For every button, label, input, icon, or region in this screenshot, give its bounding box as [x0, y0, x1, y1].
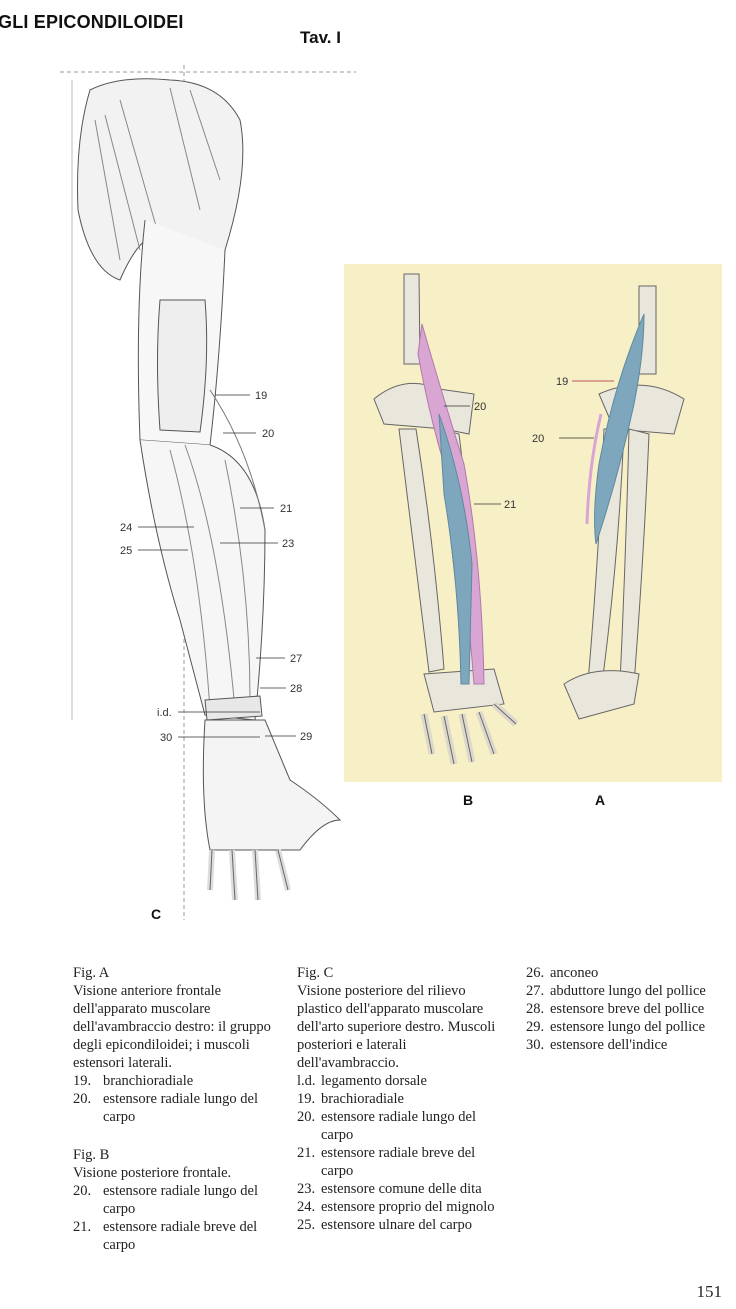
- legend-number: 28.: [526, 1001, 545, 1017]
- list-item: 21. estensore radiale breve del carpo: [73, 1218, 273, 1254]
- figure-b-letter: B: [463, 792, 474, 808]
- legend-number: 25.: [297, 1217, 316, 1233]
- caption-fig-a-legend: 19. branchioradiale 20. estensore radiale …: [73, 1072, 273, 1126]
- figure-b-a-drawing: 20 21 19 20: [373, 273, 685, 765]
- list-item: 20. estensore radiale lungo del carpo: [297, 1108, 507, 1144]
- fig-c-label-23: 23: [282, 538, 294, 550]
- legend-number: 20.: [73, 1091, 92, 1107]
- legend-text: estensore radiale breve del carpo: [321, 1145, 476, 1179]
- legend-text: estensore lungo del pollice: [550, 1019, 706, 1035]
- list-item: 19. brachioradiale: [297, 1090, 507, 1108]
- legend-text: branchioradiale: [103, 1073, 194, 1089]
- legend-number: 21.: [73, 1219, 92, 1235]
- list-item: 25. estensore ulnare del carpo: [297, 1216, 507, 1234]
- legend-text: estensore ulnare del carpo: [321, 1217, 472, 1233]
- caption-fig-a-title: Fig. A: [73, 965, 110, 981]
- legend-number: 29.: [526, 1019, 545, 1035]
- legend-text: estensore radiale lungo del carpo: [103, 1091, 259, 1125]
- list-item: 29. estensore lungo del pollice: [526, 1018, 726, 1036]
- fig-a-label-19: 19: [556, 376, 568, 388]
- caption-fig-b-legend: 20. estensore radiale lungo del carpo 21.…: [73, 1182, 273, 1254]
- legend-number: 19.: [297, 1091, 316, 1107]
- fig-c-label-25: 25: [120, 545, 132, 557]
- caption-fig-c-title: Fig. C: [297, 965, 334, 981]
- figure-c-arm-drawing: 19 20 21 23 24 25 27 28 i.d. 30 29: [60, 65, 356, 920]
- legend-text: estensore radiale lungo del carpo: [103, 1183, 259, 1217]
- page-number: 151: [696, 1282, 723, 1301]
- fig-a-label-20: 20: [532, 433, 544, 445]
- list-item: 20. estensore radiale lungo del carpo: [73, 1182, 273, 1218]
- legend-text: estensore radiale breve del carpo: [103, 1219, 258, 1253]
- caption-fig-a-desc: Visione anteriore frontale dell'apparato…: [73, 983, 271, 1071]
- legend-text: estensore breve del pollice: [550, 1001, 705, 1017]
- legend-text: estensore proprio del mignolo: [321, 1199, 495, 1215]
- list-item: 28. estensore breve del pollice: [526, 1000, 726, 1018]
- fig-c-label-24: 24: [120, 522, 132, 534]
- fig-c-label-28: 28: [290, 683, 302, 695]
- list-item: 26. anconeo: [526, 964, 726, 982]
- list-item: l.d. legamento dorsale: [297, 1072, 507, 1090]
- fig-b-label-20: 20: [474, 401, 486, 413]
- legend-text: estensore comune delle dita: [321, 1181, 482, 1197]
- fig-c-label-id: i.d.: [157, 707, 172, 719]
- legend-text: legamento dorsale: [321, 1073, 427, 1089]
- legend-number: 30.: [526, 1037, 545, 1053]
- list-item: 27. abduttore lungo del pollice: [526, 982, 726, 1000]
- caption-fig-b-title: Fig. B: [73, 1147, 110, 1163]
- legend-number: 27.: [526, 983, 545, 999]
- legend-text: brachioradiale: [321, 1091, 404, 1107]
- legend-text: estensore dell'indice: [550, 1037, 668, 1053]
- caption-fig-b: Fig. B Visione posteriore frontale. 20. e…: [73, 1146, 273, 1254]
- caption-column-2: Fig. C Visione posteriore del rilievo pl…: [297, 964, 507, 1234]
- fig-c-label-20: 20: [262, 428, 274, 440]
- legend-text: anconeo: [550, 965, 599, 981]
- fig-c-label-30: 30: [160, 732, 172, 744]
- legend-number: 24.: [297, 1199, 316, 1215]
- plate-label: Tav. I: [300, 28, 341, 47]
- fig-c-label-27: 27: [290, 653, 302, 665]
- chapter-title: GLI EPICONDILOIDEI: [0, 12, 184, 32]
- figure-b-a-panel: 20 21 19 20: [344, 264, 722, 782]
- legend-number: 20.: [73, 1183, 92, 1199]
- legend-text: estensore radiale lungo del carpo: [321, 1109, 477, 1143]
- fig-c-label-19: 19: [255, 390, 267, 402]
- legend-number: l.d.: [297, 1073, 316, 1089]
- figure-c-letter: C: [151, 906, 162, 922]
- list-item: 19. branchioradiale: [73, 1072, 273, 1090]
- list-item: 21. estensore radiale breve del carpo: [297, 1144, 507, 1180]
- legend-number: 26.: [526, 965, 545, 981]
- caption-fig-c-desc: Visione posteriore del rilievo plastico …: [297, 983, 496, 1071]
- list-item: 23. estensore comune delle dita: [297, 1180, 507, 1198]
- caption-legend-continued: 26. anconeo 27. abduttore lungo del pollic…: [526, 964, 726, 1054]
- caption-column-3: 26. anconeo 27. abduttore lungo del pollic…: [526, 964, 726, 1054]
- caption-fig-b-desc: Visione posteriore frontale.: [73, 1165, 232, 1181]
- fig-c-label-29: 29: [300, 731, 312, 743]
- fig-b-label-21: 21: [504, 499, 516, 511]
- legend-text: abduttore lungo del pollice: [550, 983, 706, 999]
- caption-column-1: Fig. A Visione anteriore frontale dell'a…: [73, 964, 273, 1254]
- caption-fig-c-legend: l.d.legamento dorsale 19.brachioradiale …: [297, 1072, 507, 1234]
- list-item: 24. estensore proprio del mignolo: [297, 1198, 507, 1216]
- list-item: 20. estensore radiale lungo del carpo: [73, 1090, 273, 1126]
- legend-number: 20.: [297, 1109, 316, 1125]
- list-item: 30. estensore dell'indice: [526, 1036, 726, 1054]
- figure-a-letter: A: [595, 792, 606, 808]
- legend-number: 19.: [73, 1073, 92, 1089]
- legend-number: 21.: [297, 1145, 316, 1161]
- caption-fig-c: Fig. C Visione posteriore del rilievo pl…: [297, 964, 507, 1234]
- legend-number: 23.: [297, 1181, 316, 1197]
- caption-fig-a: Fig. A Visione anteriore frontale dell'a…: [73, 964, 273, 1126]
- fig-c-label-21: 21: [280, 503, 292, 515]
